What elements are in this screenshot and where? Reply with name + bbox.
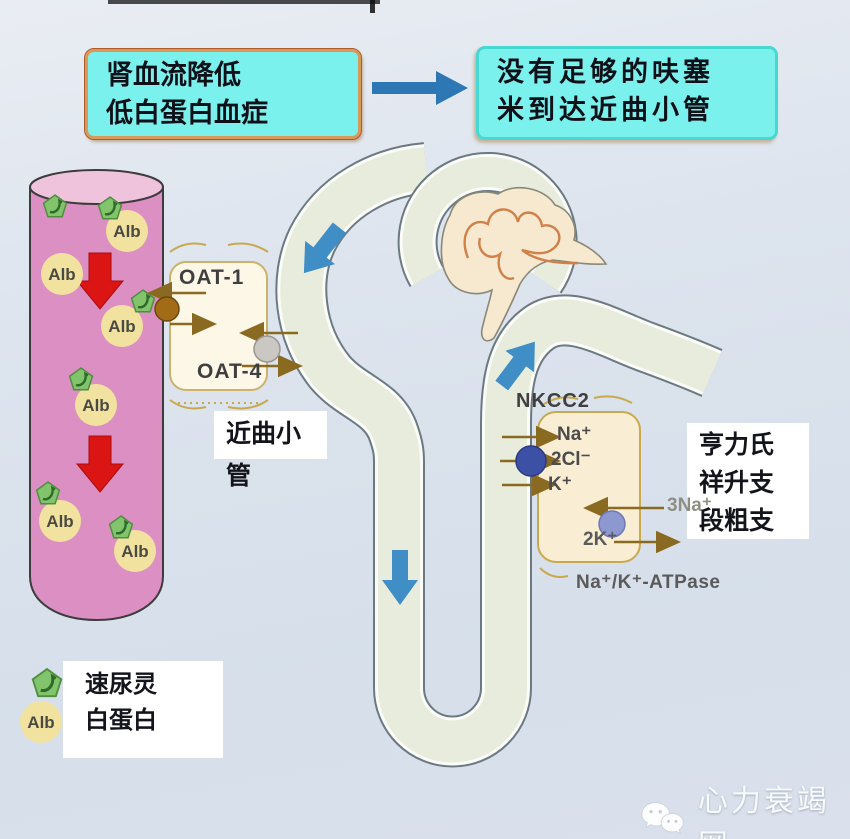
cause-line1: 肾血流降低 bbox=[106, 60, 241, 90]
effect-line1: 没有足够的呋塞 bbox=[497, 57, 714, 87]
nkcc2-label: NKCC2 bbox=[516, 390, 590, 412]
albumin-label: Alb bbox=[108, 317, 135, 336]
cause-line2: 低白蛋白血症 bbox=[106, 98, 268, 128]
ion-k-label: K⁺ bbox=[548, 474, 572, 495]
nkcc2-pump-circle bbox=[515, 445, 547, 477]
albumin-molecules: Alb Alb Alb Alb Alb Alb bbox=[39, 210, 156, 572]
effect-box: 没有足够的呋塞 米到达近曲小管 bbox=[476, 46, 778, 140]
nkcc2-cell-membrane-brackets bbox=[539, 395, 633, 578]
albumin-label: Alb bbox=[46, 512, 73, 531]
proximal-label: 近曲小 管 bbox=[226, 414, 301, 498]
proximal-label-line1: 近曲小 bbox=[226, 421, 302, 448]
cropped-title-remnant-stroke bbox=[370, 0, 375, 13]
oat4-label: OAT-4 bbox=[197, 360, 263, 383]
atpase-label: Na⁺/K⁺-ATPase bbox=[576, 572, 721, 593]
oat1-label: OAT-1 bbox=[179, 266, 245, 289]
watermark: 心力衰竭网 bbox=[640, 776, 850, 839]
wechat-icon bbox=[641, 802, 684, 835]
proximal-label-line2: 管 bbox=[226, 463, 252, 490]
henle-label: 亨力氏 祥升支 段粗支 bbox=[699, 427, 774, 541]
henle-label-line1: 亨力氏 bbox=[699, 432, 775, 459]
link-arrow bbox=[372, 71, 468, 105]
legend-plate bbox=[63, 661, 223, 758]
atpase-pump-circle bbox=[598, 510, 626, 538]
effect-line2: 米到达近曲小管 bbox=[497, 95, 714, 125]
blood-vessel-top bbox=[29, 169, 164, 205]
oat4-transporter-circle bbox=[253, 335, 281, 363]
oat1-transporter-circle bbox=[154, 296, 180, 322]
ion-na-label: Na⁺ bbox=[557, 424, 592, 445]
legend-albumin-label: 白蛋白 bbox=[85, 708, 157, 734]
cropped-title-remnant bbox=[108, 0, 380, 4]
albumin-label: Alb bbox=[113, 222, 140, 241]
proximal-label-plate bbox=[214, 411, 327, 459]
legend-albumin-icon: Alb bbox=[20, 701, 62, 743]
henle-label-plate bbox=[687, 423, 809, 539]
glomerulus bbox=[440, 186, 608, 342]
henle-label-line3: 段粗支 bbox=[699, 508, 775, 535]
cause-box: 肾血流降低 低白蛋白血症 bbox=[84, 48, 362, 140]
ion-2k-label: 2K⁺ bbox=[583, 529, 618, 550]
legend-albumin-text: Alb bbox=[27, 713, 54, 732]
albumin-label: Alb bbox=[48, 265, 75, 284]
ion-cl-label: 2Cl⁻ bbox=[551, 449, 591, 470]
ion-3na-label: 3Na⁺ bbox=[667, 495, 712, 516]
glomerular-capillaries bbox=[463, 208, 579, 280]
legend-text: 速尿灵 白蛋白 bbox=[85, 667, 157, 739]
albumin-label: Alb bbox=[82, 396, 109, 415]
albumin-label: Alb bbox=[121, 542, 148, 561]
henle-label-line2: 祥升支 bbox=[699, 470, 775, 497]
legend-furosemide-label: 速尿灵 bbox=[85, 672, 157, 698]
proximal-cell-membrane-brackets bbox=[169, 242, 269, 410]
watermark-text: 心力衰竭网 bbox=[697, 785, 830, 839]
tubule bbox=[275, 142, 723, 768]
